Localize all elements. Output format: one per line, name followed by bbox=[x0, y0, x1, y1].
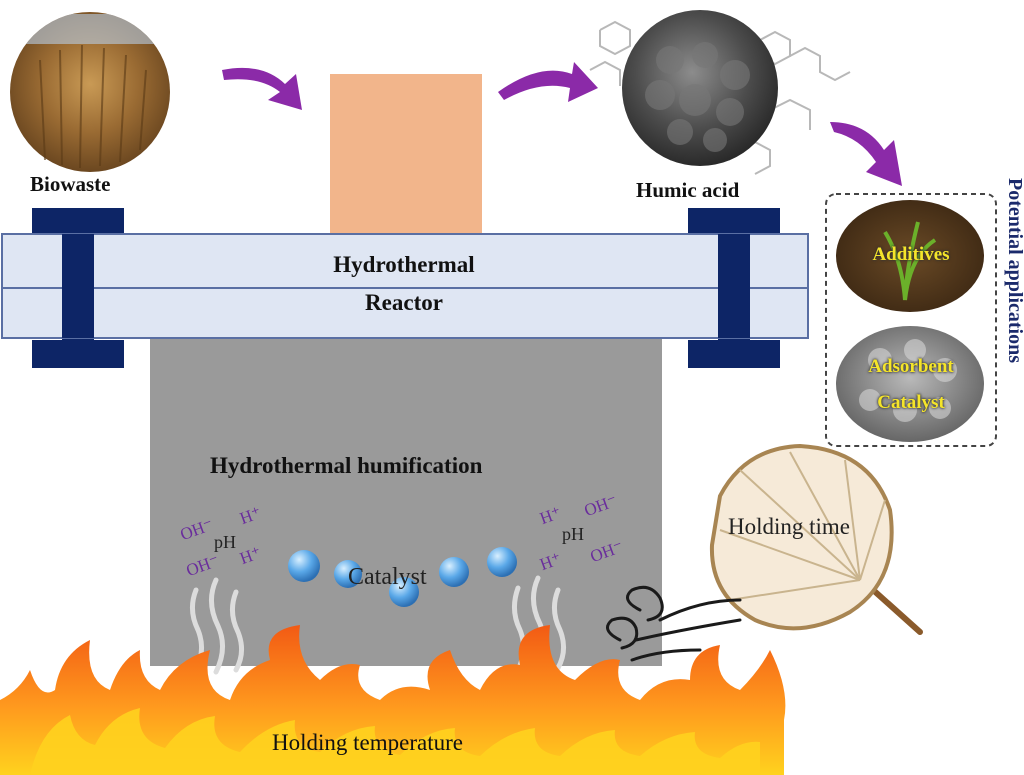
humic-acid-label: Humic acid bbox=[636, 178, 740, 202]
reactor-vessel bbox=[150, 336, 662, 666]
application-additives-label: Additives bbox=[872, 244, 950, 265]
additives-image bbox=[836, 200, 984, 312]
flame-icon bbox=[0, 625, 786, 775]
curved-arrow-icon bbox=[222, 67, 302, 110]
adsorbent-catalyst-image bbox=[836, 326, 984, 442]
biomass-sample bbox=[330, 74, 482, 236]
catalyst-beads bbox=[288, 547, 517, 607]
humic-acid-image bbox=[589, 10, 851, 175]
ph-label: pH bbox=[562, 524, 584, 544]
applications-box bbox=[825, 193, 997, 447]
application-adsorbent-label: Adsorbent bbox=[868, 356, 954, 377]
reactor-bar-top bbox=[1, 233, 809, 289]
holding-time-label: Holding time bbox=[728, 514, 851, 539]
biowaste-image bbox=[10, 12, 170, 172]
catalyst-label: Catalyst bbox=[348, 564, 427, 590]
humification-label: Hydrothermal humification bbox=[210, 453, 483, 478]
reactor-bar-bottom bbox=[1, 287, 809, 339]
ph-label: pH bbox=[214, 532, 236, 552]
curved-arrow-icon bbox=[830, 122, 902, 186]
potential-applications-label: Potential applications bbox=[1004, 178, 1024, 364]
holding-temperature-label: Holding temperature bbox=[272, 730, 463, 755]
reactor-label-line2: Reactor bbox=[365, 290, 443, 315]
reactor-label-line1: Hydrothermal bbox=[333, 252, 475, 277]
curved-arrow-icon bbox=[498, 62, 598, 102]
biowaste-label: Biowaste bbox=[30, 172, 111, 196]
wind-swirl-icon bbox=[606, 585, 742, 662]
fan-icon bbox=[709, 443, 923, 635]
application-catalyst-label: Catalyst bbox=[877, 392, 945, 413]
